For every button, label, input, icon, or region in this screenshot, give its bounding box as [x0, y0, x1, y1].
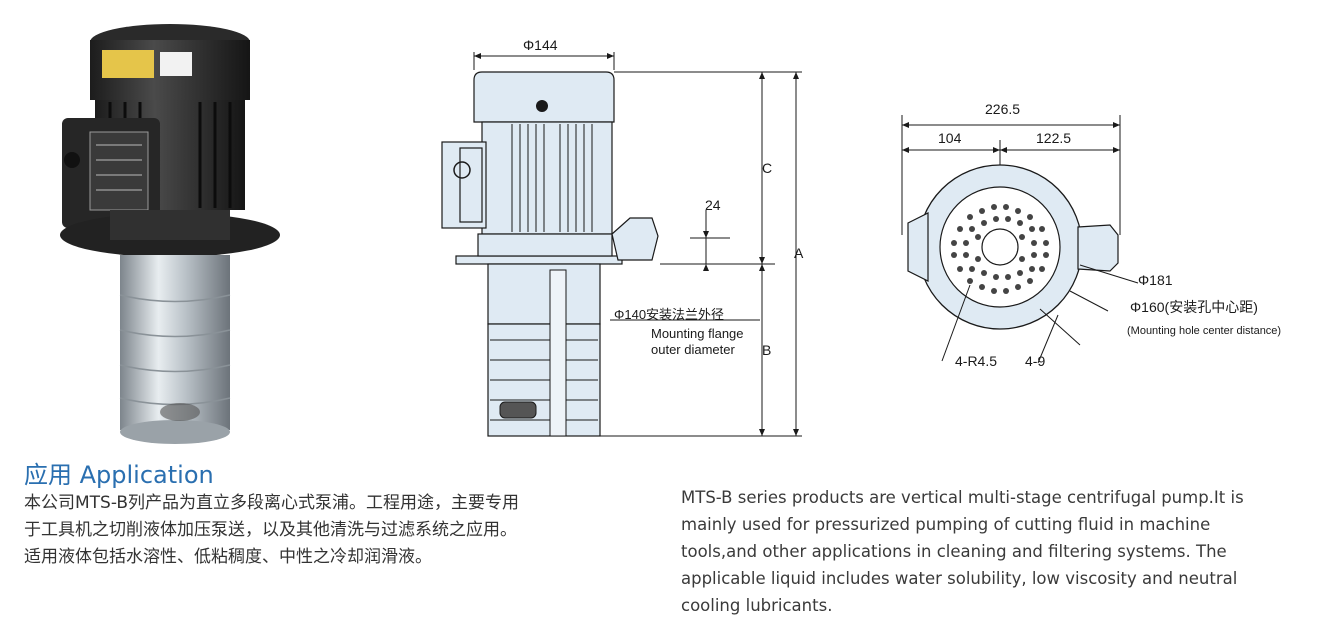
- en-line: mainly used for pressurized pumping of c…: [681, 515, 1211, 534]
- en-line: applicable liquid includes water solubil…: [681, 569, 1238, 588]
- top-view-drawing: [901, 115, 1139, 364]
- en-line: MTS-B series products are vertical multi…: [681, 488, 1244, 507]
- en-line: tools,and other applications in cleaning…: [681, 542, 1227, 561]
- dim-r-4-5: 4-R4.5: [955, 353, 998, 369]
- dim-160: Φ160(安装孔中心距): [1130, 299, 1258, 315]
- cn-line: 本公司MTS-B列产品为直立多段离心式泵浦。工程用途，主要专用: [24, 493, 520, 513]
- dim-right-122-5: 122.5: [1036, 130, 1072, 146]
- dim-181: Φ181: [1138, 272, 1173, 288]
- front-elevation-drawing: [441, 52, 802, 437]
- dim-holes-4-9: 4-9: [1025, 353, 1046, 369]
- dim-left-104: 104: [938, 130, 962, 146]
- application-cn-paragraph: 本公司MTS-B列产品为直立多段离心式泵浦。工程用途，主要专用 于工具机之切削液…: [24, 490, 664, 571]
- application-en-paragraph: MTS-B series products are vertical multi…: [681, 484, 1313, 619]
- cn-line: 于工具机之切削液体加压泵送，以及其他清洗与过滤系统之应用。: [24, 520, 517, 540]
- dim-label-b: B: [762, 342, 772, 358]
- en-line: cooling lubricants.: [681, 596, 833, 615]
- flange-label-en-1: Mounting flange: [651, 326, 744, 341]
- dim-total-226-5: 226.5: [985, 101, 1021, 117]
- application-title: 应用 Application: [24, 461, 214, 489]
- dim-width-144: Φ144: [523, 37, 558, 53]
- dim-label-a: A: [794, 245, 804, 261]
- dim-24: 24: [705, 197, 721, 213]
- dim-label-c: C: [762, 160, 773, 176]
- flange-label-en-2: outer diameter: [651, 342, 735, 357]
- dim-160-en: (Mounting hole center distance): [1127, 325, 1282, 337]
- pump-photo: [60, 24, 280, 444]
- flange-label-cn: Φ140安装法兰外径: [614, 307, 725, 322]
- cn-line: 适用液体包括水溶性、低粘稠度、中性之冷却润滑液。: [24, 547, 432, 567]
